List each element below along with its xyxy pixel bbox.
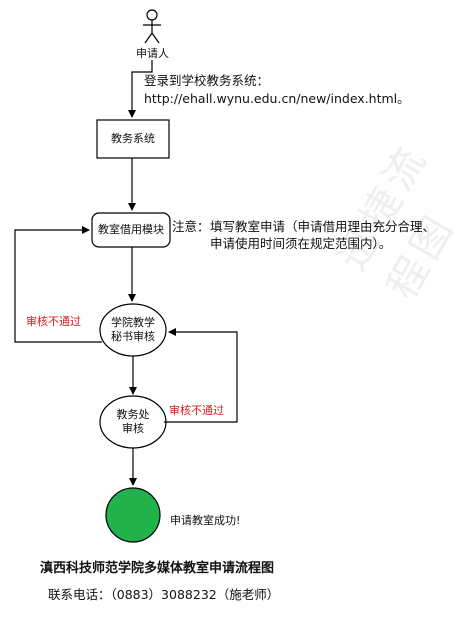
actor-icon xyxy=(143,9,161,44)
success-node xyxy=(105,487,161,543)
login-note-url: http://ehall.wynu.edu.cn/new/index.html。 xyxy=(144,91,410,106)
success-label: 申请教室成功! xyxy=(170,514,241,527)
arrow-actor-to-system xyxy=(128,60,153,118)
notice-line2: 申请使用时间须在规定范围内）。 xyxy=(210,236,392,251)
system-box xyxy=(96,119,170,159)
arrow-secretary-reject xyxy=(14,226,102,343)
system-label: 教务系统 xyxy=(111,132,155,145)
actor-label: 申请人 xyxy=(136,47,169,60)
secretary-label-line1: 学院教学 xyxy=(111,316,155,329)
diagram-title: 滇西科技师范学院多媒体教室申请流程图 xyxy=(40,561,275,576)
office-label-line1: 教务处 xyxy=(116,408,150,421)
secretary-label-line2: 秘书审核 xyxy=(111,330,155,343)
office-label-line2: 审核 xyxy=(122,422,144,435)
module-label: 教室借用模块 xyxy=(98,223,164,236)
reject-label-right: 审核不通过 xyxy=(169,404,224,417)
notice-prefix: 注意： xyxy=(172,219,210,234)
login-note-line1: 登录到学校教务系统： xyxy=(144,73,270,88)
notice-line1: 填写教室申请（申请借用理由充分合理、 xyxy=(210,219,436,234)
module-box xyxy=(91,212,171,248)
arrow-office-reject xyxy=(164,328,238,423)
contact-phone: 联系电话：（0883）3088232（施老师） xyxy=(48,587,280,602)
reject-label-left: 审核不通过 xyxy=(26,315,81,328)
